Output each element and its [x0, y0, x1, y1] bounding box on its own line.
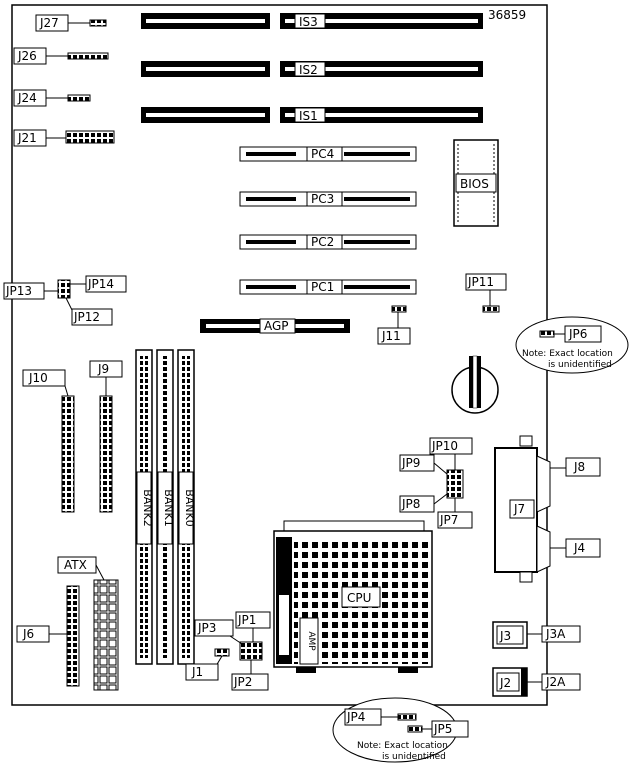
- memory-bank-2: BANK2: [135, 349, 154, 665]
- j3-label: J3: [499, 629, 511, 643]
- cpu-label: CPU: [347, 591, 371, 605]
- bank0-label: BANK0: [183, 489, 196, 527]
- j11-label: J11: [381, 329, 401, 343]
- j21-label: J21: [17, 131, 37, 145]
- header-j21: J21: [13, 129, 115, 147]
- battery: [451, 355, 499, 414]
- jp45-note-line2: is unidentified: [382, 752, 446, 762]
- isa-label-is1: IS1: [299, 109, 318, 123]
- pci-slot-pc3: PC3: [239, 191, 417, 207]
- jp14-label: JP14: [87, 277, 114, 291]
- j8-label: J8: [573, 460, 585, 474]
- bank1-label: BANK1: [162, 489, 175, 527]
- jp3-label: JP3: [197, 621, 216, 635]
- isa-slot-is1: IS1: [141, 107, 483, 123]
- jp6-note-line1: Note: Exact location: [522, 349, 613, 359]
- pci-label-pc4: PC4: [311, 147, 334, 161]
- isa-label-is2: IS2: [299, 63, 318, 77]
- j4-label: J4: [573, 541, 585, 555]
- pci-slot-pc4: PC4: [239, 146, 417, 162]
- isa-slot-is2: IS2: [141, 61, 483, 77]
- jumper-group-jp1-3: JP3 JP1 JP2 J1: [185, 611, 271, 691]
- header-j6: J6: [16, 585, 80, 687]
- jp1-label: JP1: [237, 613, 256, 627]
- board-id: 36859: [488, 8, 526, 22]
- j1-label: J1: [191, 665, 203, 679]
- agp-label: AGP: [264, 319, 289, 333]
- agp-slot: AGP: [200, 318, 350, 334]
- connector-j2: J2 J2A: [492, 667, 581, 697]
- header-j9: J9: [89, 360, 123, 513]
- j3a-label: J3A: [545, 627, 566, 641]
- jp6-label: JP6: [568, 327, 587, 341]
- jp8-label: JP8: [401, 497, 420, 511]
- pci-slot-pc2: PC2: [239, 234, 417, 250]
- j2a-label: J2A: [545, 675, 566, 689]
- jumper-jp11: JP11: [465, 273, 507, 313]
- j24-label: J24: [17, 91, 37, 105]
- jp4-jp5-note: JP4 JP5 Note: Exact location is unidenti…: [332, 697, 469, 763]
- j7-label: J7: [513, 502, 525, 516]
- memory-bank-0: BANK0: [177, 349, 196, 665]
- header-j27: J27: [35, 14, 107, 32]
- j26-label: J26: [17, 49, 37, 63]
- j9-label: J9: [97, 362, 109, 376]
- pci-label-pc1: PC1: [311, 280, 334, 294]
- amp-label: AMP: [306, 631, 316, 651]
- jp9-label: JP9: [401, 456, 420, 470]
- memory-bank-1: BANK1: [156, 349, 175, 665]
- jp12-label: JP12: [73, 310, 100, 324]
- jumper-group-jp7-10: JP10 JP9 JP8 JP7: [399, 437, 473, 529]
- jp10-label: JP10: [431, 439, 458, 453]
- j10-label: J10: [28, 371, 48, 385]
- pci-label-pc2: PC2: [311, 235, 334, 249]
- connector-j3: J3 J3A: [492, 621, 581, 649]
- header-j24: J24: [13, 89, 91, 107]
- jp2-label: JP2: [233, 675, 252, 689]
- jp5-label: JP5: [433, 722, 452, 736]
- jp45-note-line1: Note: Exact location: [357, 741, 448, 751]
- jp4-label: JP4: [346, 710, 365, 724]
- jp13-label: JP13: [5, 284, 32, 298]
- atx-power-connector: ATX: [57, 556, 119, 691]
- j6-label: J6: [22, 627, 34, 641]
- j2-label: J2: [499, 676, 511, 690]
- io-connector-block: J7 J8 J4: [494, 435, 601, 583]
- header-j26: J26: [13, 47, 109, 65]
- header-j11: J11: [377, 305, 411, 345]
- jumper-group-jp12-14: JP13 JP14 JP12: [3, 275, 127, 326]
- pci-label-pc3: PC3: [311, 192, 334, 206]
- jp7-label: JP7: [439, 513, 458, 527]
- isa-label-is3: IS3: [299, 15, 318, 29]
- isa-slot-is3: IS3: [141, 13, 483, 29]
- header-j10: J10: [22, 369, 75, 513]
- bank2-label: BANK2: [141, 489, 154, 527]
- bios-label: BIOS: [460, 177, 489, 191]
- jp11-label: JP11: [467, 275, 494, 289]
- bios-chip: BIOS: [453, 139, 499, 227]
- j27-label: J27: [39, 16, 59, 30]
- pci-slot-pc1: PC1: [239, 279, 417, 295]
- jp6-note-line2: is unidentified: [548, 360, 612, 370]
- atx-label: ATX: [64, 558, 87, 572]
- cpu-socket: CPU AMP: [273, 520, 433, 673]
- jp6-note: JP6 Note: Exact location is unidentified: [515, 316, 629, 374]
